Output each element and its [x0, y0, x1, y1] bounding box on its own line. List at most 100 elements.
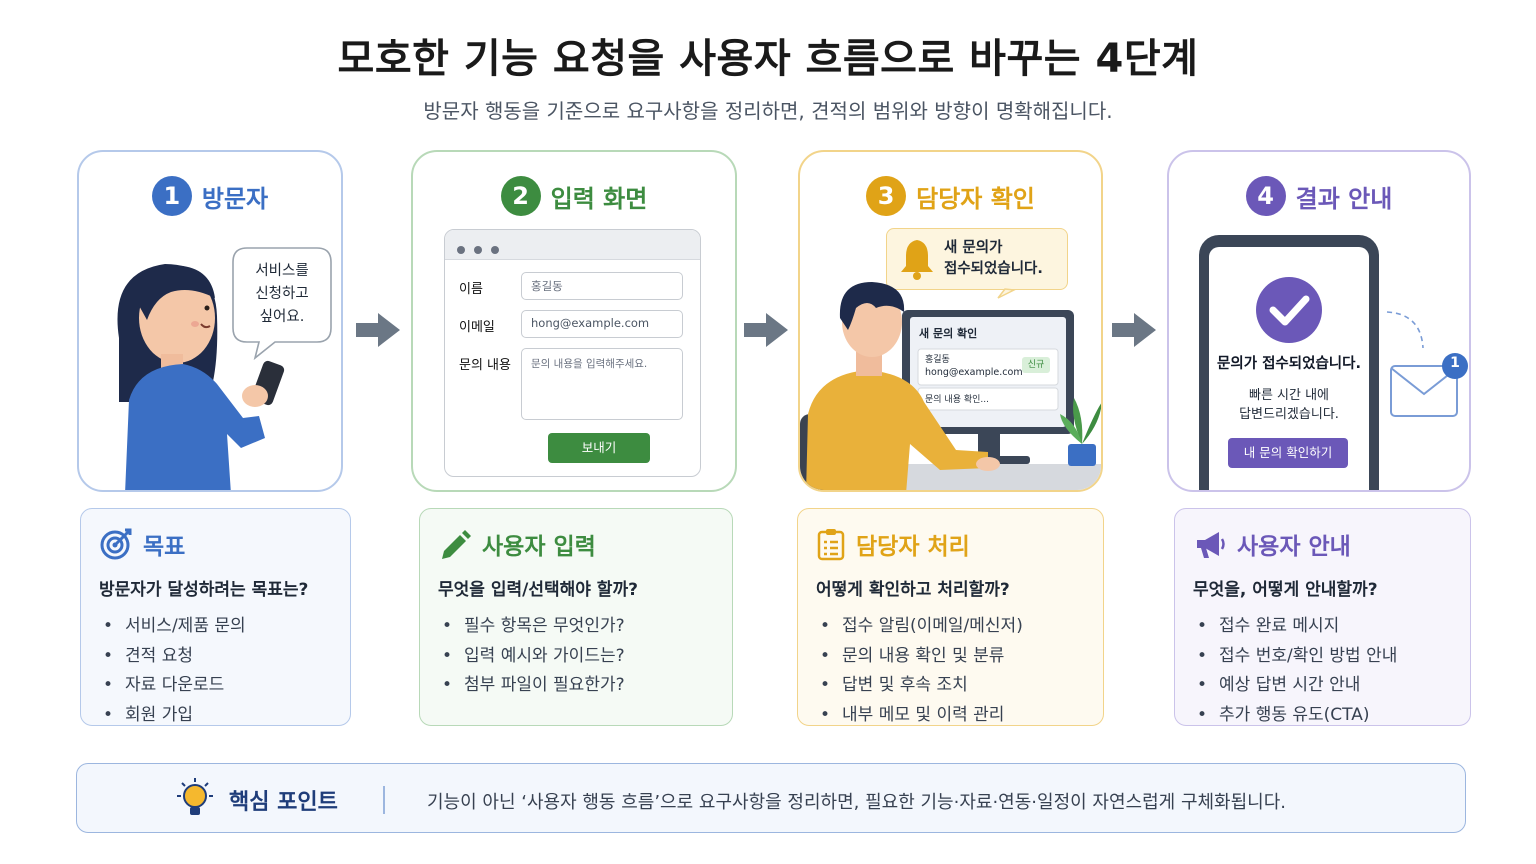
step-title: 결과 안내	[1295, 184, 1393, 213]
bubble-line: 서비스를	[255, 263, 309, 279]
list-item: 서비스/제품 문의	[99, 612, 332, 642]
new-badge: 신규	[1027, 360, 1045, 370]
email-label: 이메일	[459, 320, 495, 335]
name-field[interactable]: 홍길동	[521, 272, 683, 300]
step-header: 4 결과 안내	[1169, 176, 1469, 216]
info-header: 목표	[99, 527, 332, 561]
notification-line: 접수되었습니다.	[944, 261, 1043, 277]
step-header: 2 입력 화면	[413, 176, 735, 216]
speech-bubble: 서비스를 신청하고 싶어요.	[233, 260, 331, 329]
info-header: 사용자 안내	[1193, 527, 1452, 561]
visitor-illustration	[117, 247, 332, 490]
step-card-result: 4 결과 안내 1 문의가 접수되었습니다. 빠른 시간 내에 답변드리겠습니다…	[1167, 150, 1471, 492]
info-question: 어떻게 확인하고 처리할까?	[816, 580, 1010, 600]
step-title: 입력 화면	[550, 184, 648, 213]
phone-line: 빠른 시간 내에	[1248, 388, 1330, 403]
pencil-icon	[442, 530, 471, 559]
key-point-banner: 핵심 포인트 기능이 아닌 ‘사용자 행동 흐름’으로 요구사항을 정리하면, …	[76, 763, 1466, 833]
info-panel-staff-process: 담당자 처리 어떻게 확인하고 처리할까? 접수 알림(이메일/메신저) 문의 …	[797, 508, 1104, 726]
info-title: 담당자 처리	[856, 534, 970, 560]
message-label: 문의 내용	[459, 358, 511, 373]
arrow-right-icon	[356, 313, 400, 347]
list-item: 답변 및 후속 조치	[816, 671, 1085, 701]
submit-button[interactable]: 보내기	[548, 433, 650, 463]
list-item: 자료 다운로드	[99, 671, 332, 701]
notification-text: 새 문의가 접수되었습니다.	[944, 238, 1043, 280]
list-item: 접수 알림(이메일/메신저)	[816, 612, 1085, 642]
info-panel-user-input: 사용자 입력 무엇을 입력/선택해야 할까? 필수 항목은 무엇인가? 입력 예…	[419, 508, 733, 726]
page-title: 모호한 기능 요청을 사용자 흐름으로 바꾸는 4단계	[337, 36, 1199, 82]
message-textarea[interactable]: 문의 내용을 입력해주세요.	[521, 348, 683, 420]
step-card-staff-check: 3 담당자 확인 새 문의가 접수되었습니다. 새 문의 확인 홍길동 hong…	[798, 150, 1103, 492]
divider	[383, 786, 385, 814]
arrow-right-icon	[1112, 313, 1156, 347]
key-point-text: 기능이 아닌 ‘사용자 행동 흐름’으로 요구사항을 정리하면, 필요한 기능·…	[427, 792, 1287, 813]
info-list: 접수 완료 메시지 접수 번호/확인 방법 안내 예상 답변 시간 안내 추가 …	[1193, 612, 1452, 730]
screen-row-detail: 문의 내용 확인...	[925, 395, 989, 405]
phone-line: 답변드리겠습니다.	[1239, 407, 1339, 422]
info-panel-goal: 목표 방문자가 달성하려는 목표는? 서비스/제품 문의 견적 요청 자료 다운…	[80, 508, 351, 726]
window-dot-icon	[474, 246, 483, 254]
list-item: 내부 메모 및 이력 관리	[816, 701, 1085, 731]
info-panel-user-guide: 사용자 안내 무엇을, 어떻게 안내할까? 접수 완료 메시지 접수 번호/확인…	[1174, 508, 1471, 726]
staff-illustration	[800, 282, 1101, 490]
phone-headline: 문의가 접수되었습니다.	[1217, 356, 1361, 372]
step-title: 방문자	[201, 184, 269, 213]
lightbulb-icon	[177, 778, 213, 815]
message-placeholder: 문의 내용을 입력해주세요.	[531, 358, 648, 370]
email-field[interactable]: hong@example.com	[521, 310, 683, 338]
notification-line: 새 문의가	[944, 240, 1003, 256]
step-card-visitor: 1 방문자 서비스를 신청하고 싶어요.	[77, 150, 343, 492]
info-question: 무엇을 입력/선택해야 할까?	[438, 580, 638, 600]
name-label: 이름	[459, 282, 483, 297]
check-inquiry-button[interactable]: 내 문의 확인하기	[1228, 438, 1348, 468]
screen-row-name: 홍길동	[925, 355, 950, 365]
key-point-label: 핵심 포인트	[229, 790, 338, 815]
info-list: 서비스/제품 문의 견적 요청 자료 다운로드 회원 가입	[99, 612, 332, 730]
mail-count-badge: 1	[1450, 355, 1460, 371]
email-field-value: hong@example.com	[531, 316, 650, 330]
list-item: 첨부 파일이 필요한가?	[438, 671, 714, 701]
step-number-badge: 3	[866, 176, 907, 216]
bell-icon	[901, 240, 933, 280]
info-title: 목표	[143, 534, 186, 560]
target-icon	[100, 528, 132, 560]
form-window: 이름 홍길동 이메일 hong@example.com 문의 내용 문의 내용을…	[444, 229, 701, 477]
list-item: 견적 요청	[99, 642, 332, 672]
screen-title: 새 문의 확인	[919, 327, 978, 340]
step-number-badge: 1	[151, 176, 192, 216]
info-question: 방문자가 달성하려는 목표는?	[99, 580, 309, 600]
window-dot-icon	[491, 246, 500, 254]
list-item: 예상 답변 시간 안내	[1193, 671, 1452, 701]
list-item: 회원 가입	[99, 701, 332, 731]
list-item: 필수 항목은 무엇인가?	[438, 612, 714, 642]
list-item: 추가 행동 유도(CTA)	[1193, 701, 1452, 731]
window-titlebar	[445, 230, 700, 260]
list-item: 입력 예시와 가이드는?	[438, 642, 714, 672]
phone-illustration	[1199, 235, 1468, 490]
bubble-line: 싶어요.	[259, 309, 305, 325]
window-dot-icon	[457, 246, 465, 254]
step-card-input-screen: 2 입력 화면 이름 홍길동 이메일 hong@example.com 문의 내…	[411, 150, 737, 492]
info-header: 담당자 처리	[816, 527, 1085, 561]
screen-row-email: hong@example.com	[925, 367, 1023, 378]
info-list: 필수 항목은 무엇인가? 입력 예시와 가이드는? 첨부 파일이 필요한가?	[438, 612, 714, 701]
arrow-right-icon	[744, 313, 788, 347]
list-item: 접수 완료 메시지	[1193, 612, 1452, 642]
step-header: 1 방문자	[79, 176, 341, 216]
name-field-value: 홍길동	[531, 279, 563, 293]
info-title: 사용자 입력	[482, 534, 596, 560]
page-subtitle: 방문자 행동을 기준으로 요구사항을 정리하면, 견적의 범위와 방향이 명확해…	[423, 99, 1113, 123]
step-title: 담당자 확인	[916, 184, 1035, 213]
list-item: 접수 번호/확인 방법 안내	[1193, 642, 1452, 672]
step-header: 3 담당자 확인	[800, 176, 1101, 216]
step-number-badge: 2	[500, 176, 541, 216]
info-title: 사용자 안내	[1237, 534, 1351, 560]
megaphone-icon	[1197, 532, 1225, 558]
info-question: 무엇을, 어떻게 안내할까?	[1193, 580, 1378, 600]
bubble-line: 신청하고	[255, 286, 309, 302]
list-item: 문의 내용 확인 및 분류	[816, 642, 1085, 672]
step-number-badge: 4	[1245, 176, 1286, 216]
info-header: 사용자 입력	[438, 527, 714, 561]
clipboard-icon	[817, 529, 845, 561]
